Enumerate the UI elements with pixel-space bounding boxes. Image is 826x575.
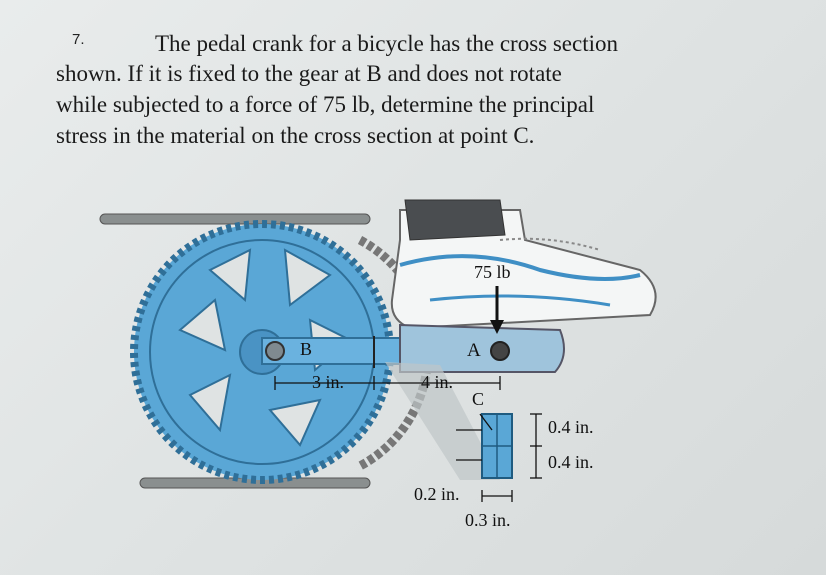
section-dimension-lines (456, 413, 542, 502)
point-b-label: B (300, 339, 313, 359)
dimension-4in: 4 in. (421, 372, 454, 392)
chain-top (99, 213, 371, 225)
dimension-3in: 3 in. (312, 372, 345, 392)
dimension-04in-bottom: 0.4 in. (548, 452, 594, 472)
force-label: 75 lb (474, 262, 511, 282)
bolt-b (265, 341, 285, 361)
point-c-leader (479, 413, 493, 431)
problem-line-4: stress in the material on the cross sect… (56, 123, 535, 148)
problem-line-1: The pedal crank for a bicycle has the cr… (155, 31, 618, 56)
dimension-03in: 0.3 in. (465, 510, 511, 530)
pedal-axle (490, 341, 510, 361)
dimension-lines (274, 376, 501, 390)
section-projection (385, 362, 500, 480)
pedal (399, 323, 565, 373)
shoe (390, 199, 657, 330)
dimension-04in-top: 0.4 in. (548, 417, 594, 437)
point-a-label: A (467, 340, 481, 361)
point-c-label: C (472, 389, 485, 409)
problem-number: 7. (72, 31, 85, 48)
problem-line-3: while subjected to a force of 75 lb, det… (56, 92, 595, 117)
gear-cutouts (178, 248, 352, 447)
dimension-02in: 0.2 in. (414, 484, 460, 504)
problem-line-2: shown. If it is fixed to the gear at B a… (56, 61, 562, 86)
force-arrow-head (490, 320, 504, 334)
